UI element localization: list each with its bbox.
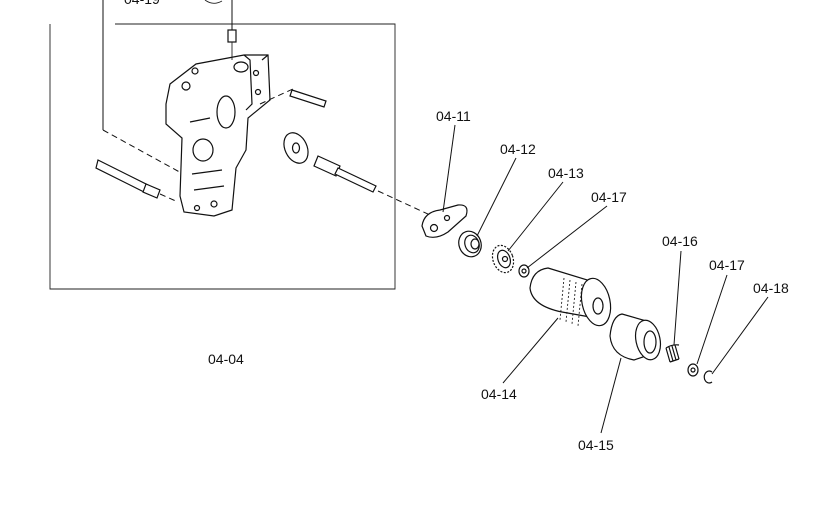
part-04-17-ring-b: [687, 363, 699, 377]
part-04-17-ring-a: [518, 264, 530, 278]
leader-lines: [442, 124, 769, 434]
long-shaft-left: [95, 159, 179, 203]
assembly-frame: [49, 23, 396, 290]
part-04-15-cup: [609, 313, 662, 361]
washer: [283, 132, 309, 164]
part-04-14-roller: [529, 267, 612, 327]
shaft: [313, 155, 431, 216]
top-connector-lines: [102, 0, 233, 176]
part-04-18-clip: [703, 370, 713, 384]
label-04-17-b: 04-17: [709, 257, 745, 273]
label-04-16: 04-16: [662, 233, 698, 249]
label-04-04: 04-04: [208, 351, 244, 367]
part-04-16-spring: [665, 344, 680, 363]
label-04-11: 04-11: [436, 108, 471, 124]
label-04-12: 04-12: [500, 141, 536, 157]
part-04-13-gear: [491, 244, 515, 274]
label-04-13: 04-13: [548, 165, 584, 181]
label-04-17-a: 04-17: [591, 189, 627, 205]
label-04-15: 04-15: [578, 437, 614, 453]
label-04-19: 04-19: [124, 0, 160, 7]
part-04-11-plate: [421, 204, 468, 238]
label-04-14: 04-14: [481, 386, 517, 402]
part-04-12-gear: [458, 230, 482, 258]
bracket-plate: [165, 29, 271, 217]
small-pin: [259, 87, 327, 108]
label-04-18: 04-18: [753, 280, 789, 296]
